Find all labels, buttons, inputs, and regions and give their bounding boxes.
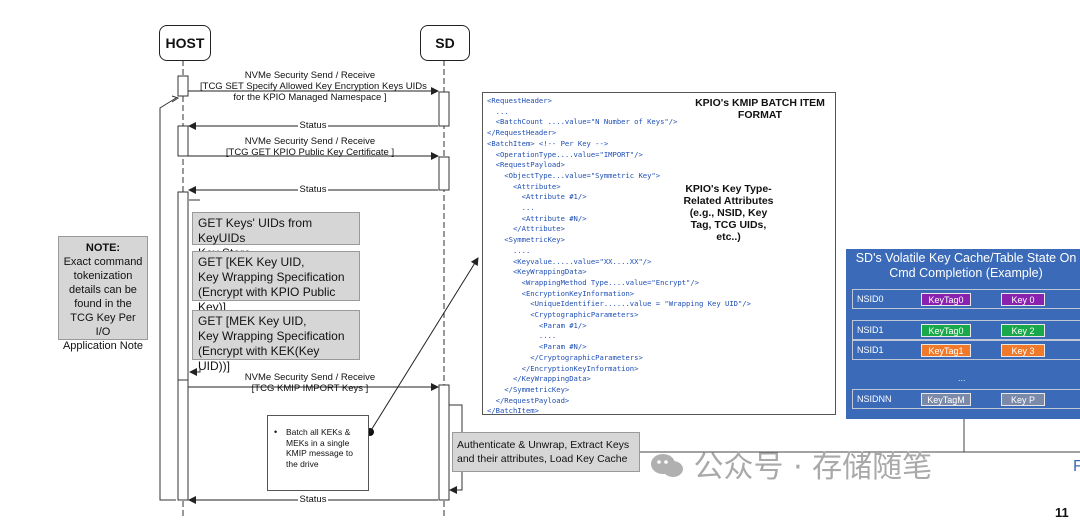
xml-line: <SymmetricKey> bbox=[487, 235, 565, 245]
message-3-label: NVMe Security Send / Receive[TCG KMIP IM… bbox=[220, 372, 400, 394]
xml-line: </RequestPayload> bbox=[487, 395, 570, 405]
xml-line: <UniqueIdentifier......value = "Wrapping… bbox=[487, 299, 751, 309]
xml-line: </BatchItem> bbox=[487, 406, 539, 416]
xml-line: <WrappingMethod Type....value="Encrypt"/… bbox=[487, 277, 700, 287]
xml-line: </CryptographicParameters> bbox=[487, 352, 643, 362]
step-get-kek: GET [KEK Key UID,Key Wrapping Specificat… bbox=[192, 251, 360, 314]
xml-line: <Attribute> bbox=[487, 181, 561, 191]
attributes-note: KPIO's Key Type-Related Attributes(e.g.,… bbox=[683, 183, 774, 243]
xml-line: </KeyWrappingData> bbox=[487, 374, 591, 384]
key-tag: KeyTag0 bbox=[921, 293, 971, 306]
xml-line: .... bbox=[487, 331, 557, 341]
xml-line: <Param #N/> bbox=[487, 342, 587, 352]
sd-actor: SD bbox=[420, 25, 470, 61]
key-value: Key P bbox=[1001, 393, 1045, 406]
xml-line: <CryptographicParameters> bbox=[487, 310, 639, 319]
host-actor: HOST bbox=[159, 25, 211, 61]
key-tag: KeyTagM bbox=[921, 393, 971, 406]
bullet: • bbox=[274, 427, 278, 437]
key-value: Key 3 bbox=[1001, 344, 1045, 357]
step-get-mek: GET [MEK Key UID,Key Wrapping Specificat… bbox=[192, 310, 360, 373]
xml-line: <RequestPayload> bbox=[487, 160, 565, 170]
xml-line: </Attribute> bbox=[487, 224, 565, 234]
xml-line: </SymmetricKey> bbox=[487, 384, 570, 394]
cache-row: NSID1 KeyTag1 Key 3 bbox=[852, 340, 1080, 360]
xml-line: .... bbox=[487, 245, 531, 255]
cache-row: NSID0 KeyTag0 Key 0 bbox=[852, 289, 1080, 309]
cache-row: NSID1 KeyTag0 Key 2 bbox=[852, 320, 1080, 340]
page-number: 11 bbox=[1055, 505, 1069, 520]
status-3-label: Status bbox=[298, 494, 328, 505]
nsid-label: NSID0 bbox=[857, 294, 884, 304]
xml-line: <KeyWrappingData> bbox=[487, 267, 587, 277]
nsid-label: NSIDNN bbox=[857, 394, 892, 404]
key-value: Key 0 bbox=[1001, 293, 1045, 306]
watermark: 公众号 · 存储随笔 bbox=[650, 442, 932, 486]
xml-line: <Attribute #1/> bbox=[487, 192, 587, 202]
xml-line: <EncryptionKeyInformation> bbox=[487, 288, 635, 298]
step-get-key-uids: GET Keys' UIDs from KeyUIDsKey Store bbox=[192, 212, 360, 260]
xml-line: </EncryptionKeyInformation> bbox=[487, 363, 639, 373]
xml-line: </RequestHeader> bbox=[487, 128, 557, 138]
xml-line: <RequestHeader> bbox=[487, 96, 552, 105]
wechat-icon bbox=[650, 452, 684, 480]
edge-letter: F bbox=[1073, 458, 1080, 475]
key-tag: KeyTag0 bbox=[921, 324, 971, 337]
cache-row: NSIDNN KeyTagM Key P bbox=[852, 389, 1080, 409]
xml-line: <Attribute #N/> bbox=[487, 213, 587, 223]
xml-line: <OperationType....value="IMPORT"/> bbox=[487, 149, 643, 159]
xml-line: <BatchCount ....value="N Number of Keys"… bbox=[487, 117, 678, 127]
xml-line: <Param #1/> bbox=[487, 320, 587, 330]
nsid-label: NSID1 bbox=[857, 345, 884, 355]
xml-line: <BatchItem> <!-- Per Key --> bbox=[487, 138, 609, 148]
xml-line: ... bbox=[487, 203, 535, 212]
key-value: Key 2 bbox=[1001, 324, 1045, 337]
xml-line: <ObjectType...value="Symmetric Key"> bbox=[487, 170, 661, 180]
xml-line: <Keyvalue.....value="XX....XX"/> bbox=[487, 256, 652, 266]
message-2-label: NVMe Security Send / Receive[TCG GET KPI… bbox=[225, 136, 395, 158]
cache-ellipsis: ... bbox=[958, 373, 966, 383]
status-2-label: Status bbox=[298, 184, 328, 195]
message-1-label: NVMe Security Send / Receive[TCG SET Spe… bbox=[200, 70, 427, 103]
key-tag: KeyTag1 bbox=[921, 344, 971, 357]
xml-line: ... bbox=[487, 106, 509, 116]
status-1-label: Status bbox=[298, 120, 328, 131]
nsid-label: NSID1 bbox=[857, 325, 884, 335]
